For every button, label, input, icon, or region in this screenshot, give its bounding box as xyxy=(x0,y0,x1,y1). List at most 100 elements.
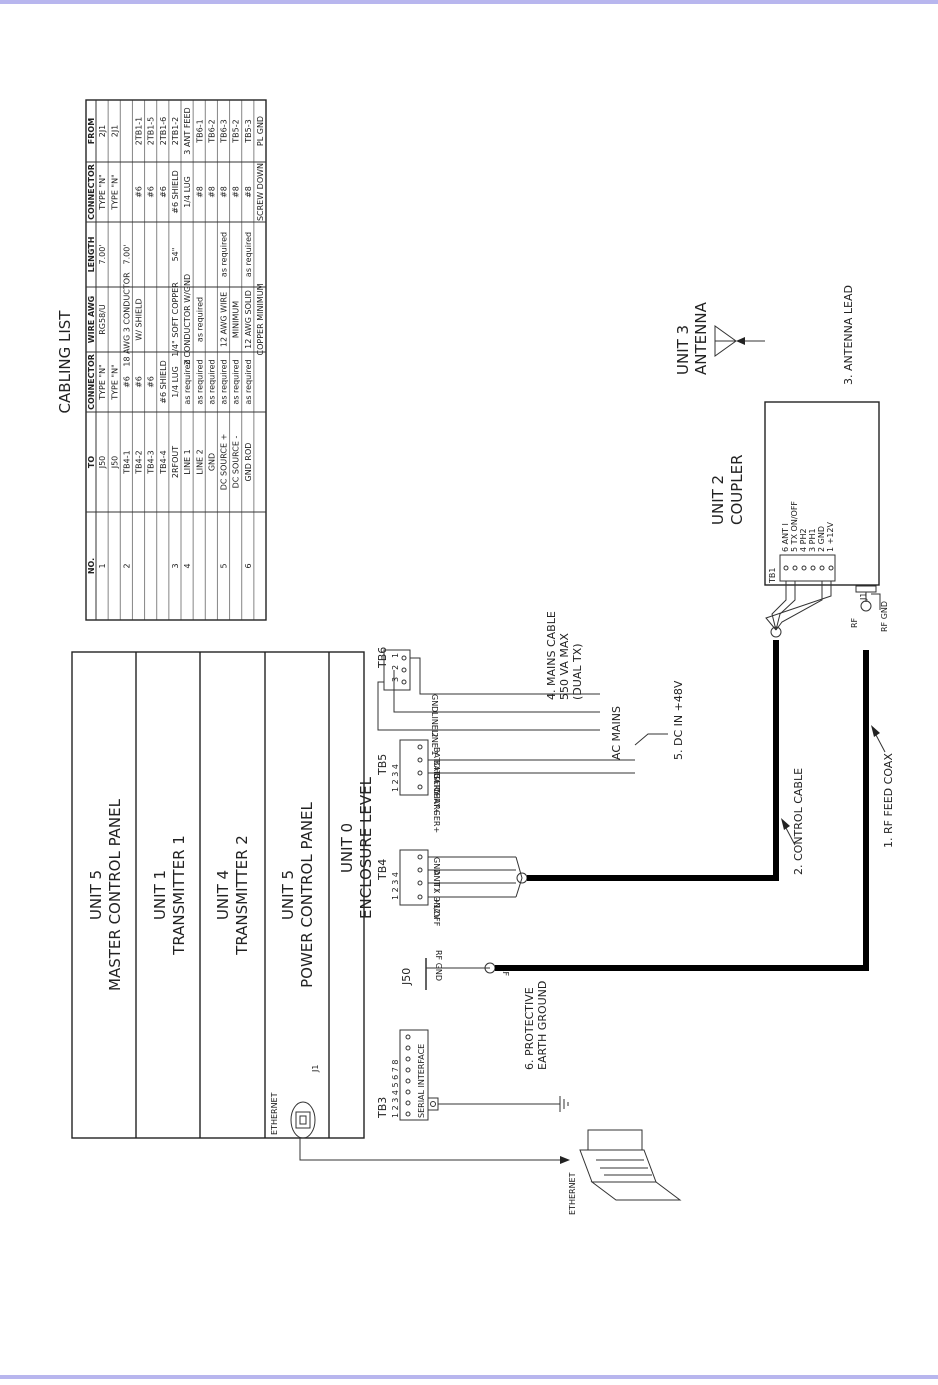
antenna-lead-arrow-icon xyxy=(736,337,745,345)
j50-connector[interactable]: J50 RF GND RF xyxy=(400,950,510,990)
laptop-icon[interactable]: ETHERNET xyxy=(568,1129,682,1215)
tb3-label: TB3 xyxy=(376,1097,389,1119)
pin xyxy=(405,1045,411,1051)
table-cell: 2TB1-2 xyxy=(171,117,180,146)
table-cell: #8 xyxy=(244,186,253,198)
table-cell: 2J1 xyxy=(110,125,119,138)
control-cable xyxy=(527,640,779,881)
tb3-pins xyxy=(405,1034,411,1117)
rj45-socket-inner xyxy=(299,1115,307,1125)
table-cell: TB4-4 xyxy=(159,450,168,474)
pin xyxy=(417,757,423,763)
table-cell: W/ SHIELD xyxy=(135,298,144,340)
table-cell: 2 CONDUCTOR W/GND xyxy=(183,274,192,365)
top-rule xyxy=(0,0,938,4)
table-cell: 7.00' xyxy=(98,244,107,264)
table-cell: #6 xyxy=(135,186,144,198)
callout-4-line2: 550 VA MAX xyxy=(558,633,571,700)
table-cell: #6 SHIELD xyxy=(171,170,180,213)
tb5-pin2-label: BATTERY+ xyxy=(432,773,441,815)
table-cell: 3 xyxy=(171,563,180,568)
table-cell: MINIMUM xyxy=(232,301,241,338)
table-cell: TB4-3 xyxy=(147,450,156,474)
table-cell: LINE 1 xyxy=(183,449,192,475)
table-cell: TB4-2 xyxy=(135,450,144,474)
ac-mains-label: AC MAINS xyxy=(610,706,623,760)
tb6-terminal-block[interactable]: TB6 3 2 1 LINE 1 LINE 2 GND xyxy=(376,647,600,756)
pin xyxy=(417,770,423,776)
ethernet-j1-port[interactable]: ETHERNET J1 xyxy=(270,1065,320,1139)
table-cell: #8 xyxy=(220,186,229,198)
pin xyxy=(819,565,825,571)
antenna-icon[interactable] xyxy=(714,325,737,357)
main-cabinet: UNIT 5 MASTER CONTROL PANEL UNIT 1 TRANS… xyxy=(71,651,375,1139)
table-header-cell: FROM xyxy=(87,118,96,144)
coupler-line2: COUPLER xyxy=(728,454,746,525)
tb4-terminal-block[interactable]: TB4 1 2 3 4 +12V TX ON/OFF ANT I GND xyxy=(376,849,528,927)
pin xyxy=(417,744,423,750)
table-cell: TB6-2 xyxy=(207,119,216,143)
table-outline xyxy=(85,99,267,621)
tb3-serial-interface[interactable]: TB3 1 2 3 4 5 6 7 8 SERIAL INTERFACE xyxy=(376,1029,439,1121)
earth-ground-icon xyxy=(559,1096,569,1112)
tb3-pin-numbers: 1 2 3 4 5 6 7 8 xyxy=(391,1059,400,1118)
callout-2-arrow-icon xyxy=(781,818,790,830)
table-cell: 2TB1-6 xyxy=(159,117,168,146)
pin xyxy=(828,565,834,571)
coupler-rfgnd-wire xyxy=(871,593,881,610)
coupler-outline xyxy=(764,401,880,586)
table-cell: 2J1 xyxy=(98,125,107,138)
tb5-terminal-block[interactable]: TB5 1 2 3 4 CHARGER+ BATTERY+ BATTERY- B… xyxy=(376,739,635,833)
callout-5-dc-in: 5. DC IN +48V xyxy=(672,680,685,760)
ground-terminal xyxy=(427,1097,439,1111)
laptop-screen xyxy=(587,1129,643,1151)
laptop-base xyxy=(590,1181,682,1201)
unit1-line2: TRANSMITTER 1 xyxy=(170,835,188,956)
tb5-pin-numbers: 1 2 3 4 xyxy=(391,764,400,792)
tb3-block xyxy=(399,1029,429,1121)
pin xyxy=(405,1034,411,1040)
tb6-pin2: 2 xyxy=(391,665,400,670)
table-cell: DC SOURCE - xyxy=(232,436,241,489)
tb5-pin1-label: CHARGER+ xyxy=(432,787,441,833)
table-cell: TB6-3 xyxy=(220,119,229,143)
tb6-block xyxy=(383,649,411,691)
table-cell: as required xyxy=(220,232,229,277)
table-header-cell: NO. xyxy=(87,558,96,574)
tb5-pin4-label: BATCHG- xyxy=(432,747,441,783)
table-cell: #6 SHIELD xyxy=(159,360,168,403)
coupler-unit2[interactable]: UNIT 2 COUPLER TB1 6 ANT I 5 TX ON/OFF 4… xyxy=(709,401,880,601)
table-cell: 18 AWG 3 CONDUCTOR xyxy=(122,272,131,367)
ethernet-arrow-icon xyxy=(560,1156,570,1164)
ethernet-cable xyxy=(299,1138,560,1161)
unit4-line1: UNIT 4 xyxy=(214,870,232,920)
table-cell: 2 xyxy=(122,563,131,568)
callout-2-leader xyxy=(785,827,796,846)
tb1-pin2: 2 GND xyxy=(817,526,826,552)
tb4-pin-numbers: 1 2 3 4 xyxy=(391,872,400,900)
table-cell: TB5-2 xyxy=(232,119,241,143)
tb4-bundle xyxy=(515,856,523,898)
laptop-keyboard xyxy=(579,1149,657,1183)
tb6-wire-line1 xyxy=(377,681,600,731)
table-cell: #6 xyxy=(159,186,168,198)
table-cell: SCREW DOWN xyxy=(256,163,265,221)
table-cell: 5 xyxy=(220,563,229,568)
tb6-line2-label: LINE 2 xyxy=(430,712,439,738)
tb6-wire-gnd xyxy=(410,657,600,695)
antenna-line1: UNIT 3 xyxy=(674,325,692,375)
tb1-wire xyxy=(775,581,823,631)
tb5-pin3-label: BATTERY- xyxy=(432,760,441,797)
table-cell: 2RFOUT xyxy=(171,446,180,478)
table-cell: 12 AWG SOLID xyxy=(244,290,253,349)
callout-3-antenna-lead: 3. ANTENNA LEAD xyxy=(842,285,855,385)
tb1-pin3: 3 PH1 xyxy=(808,528,817,552)
ground-terminal-screw xyxy=(430,1101,436,1107)
pin xyxy=(792,565,798,571)
rj45-jack-icon xyxy=(290,1101,316,1139)
cabinet-outline xyxy=(71,651,365,1139)
tb4-label: TB4 xyxy=(376,859,389,881)
unit5-power-line2: POWER CONTROL PANEL xyxy=(298,801,316,987)
